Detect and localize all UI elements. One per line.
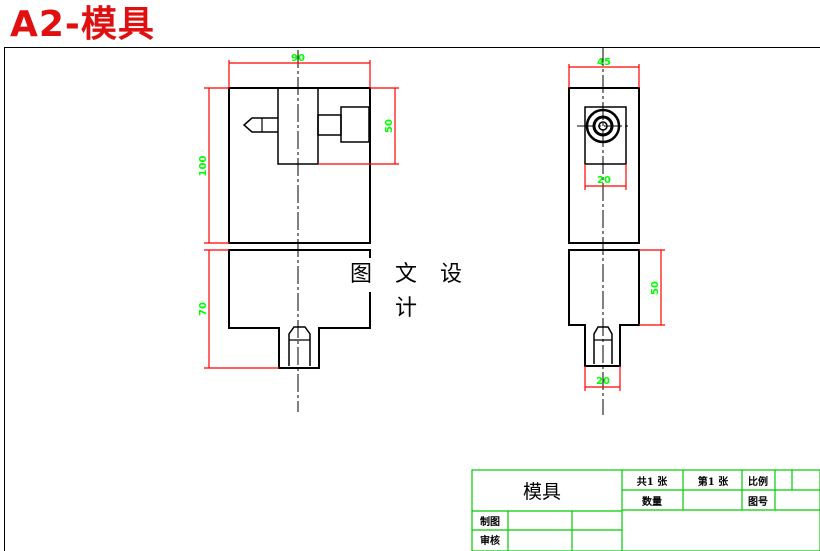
titleblock-checked-by: 审核: [480, 534, 500, 547]
dim-side-inner-width: 20: [597, 175, 611, 186]
drawing-sheet-frame: [4, 47, 820, 551]
titleblock-drawn-by: 制图: [480, 515, 500, 528]
titleblock-sheet-no: 第1 张: [698, 475, 729, 488]
dim-side-bottom-width: 20: [596, 376, 610, 387]
dimension-lines: [204, 60, 665, 391]
dim-front-upper-height: 100: [198, 156, 209, 177]
dim-front-lower-height: 70: [198, 302, 209, 316]
dim-side-width: 45: [597, 57, 611, 68]
front-lower-pin: [288, 326, 311, 366]
front-left-ejector-pin: [242, 117, 278, 133]
side-upper-block: [568, 87, 640, 244]
titleblock-total-sheets: 共1 张: [637, 475, 668, 488]
title-block: 模具 共1 张 第1 张 比例 数量 图号 制图 审核: [471, 469, 820, 551]
front-right-pin-head: [340, 106, 370, 143]
center-lines: [297, 48, 629, 415]
side-inner-slot: [584, 106, 627, 165]
dim-front-insert-height: 50: [384, 119, 395, 133]
front-upper-block: [228, 87, 371, 244]
titleblock-drawing-no: 图号: [748, 496, 768, 508]
titleblock-quantity: 数量: [642, 495, 662, 508]
side-view: [568, 87, 640, 367]
titleblock-name: 模具: [523, 481, 561, 503]
watermark-text: 图 文 设 计: [335, 258, 485, 321]
titleblock-scale: 比例: [748, 475, 768, 488]
drawing-title: A2-模具: [10, 4, 155, 45]
side-lower-block: [568, 249, 640, 367]
front-view: [228, 87, 371, 369]
dimension-text: 90 100 50 70 45 20 50 20: [198, 53, 661, 387]
dim-front-width: 90: [291, 53, 305, 64]
dim-side-lower-height: 50: [650, 281, 661, 295]
front-right-pin-shank: [317, 114, 342, 136]
